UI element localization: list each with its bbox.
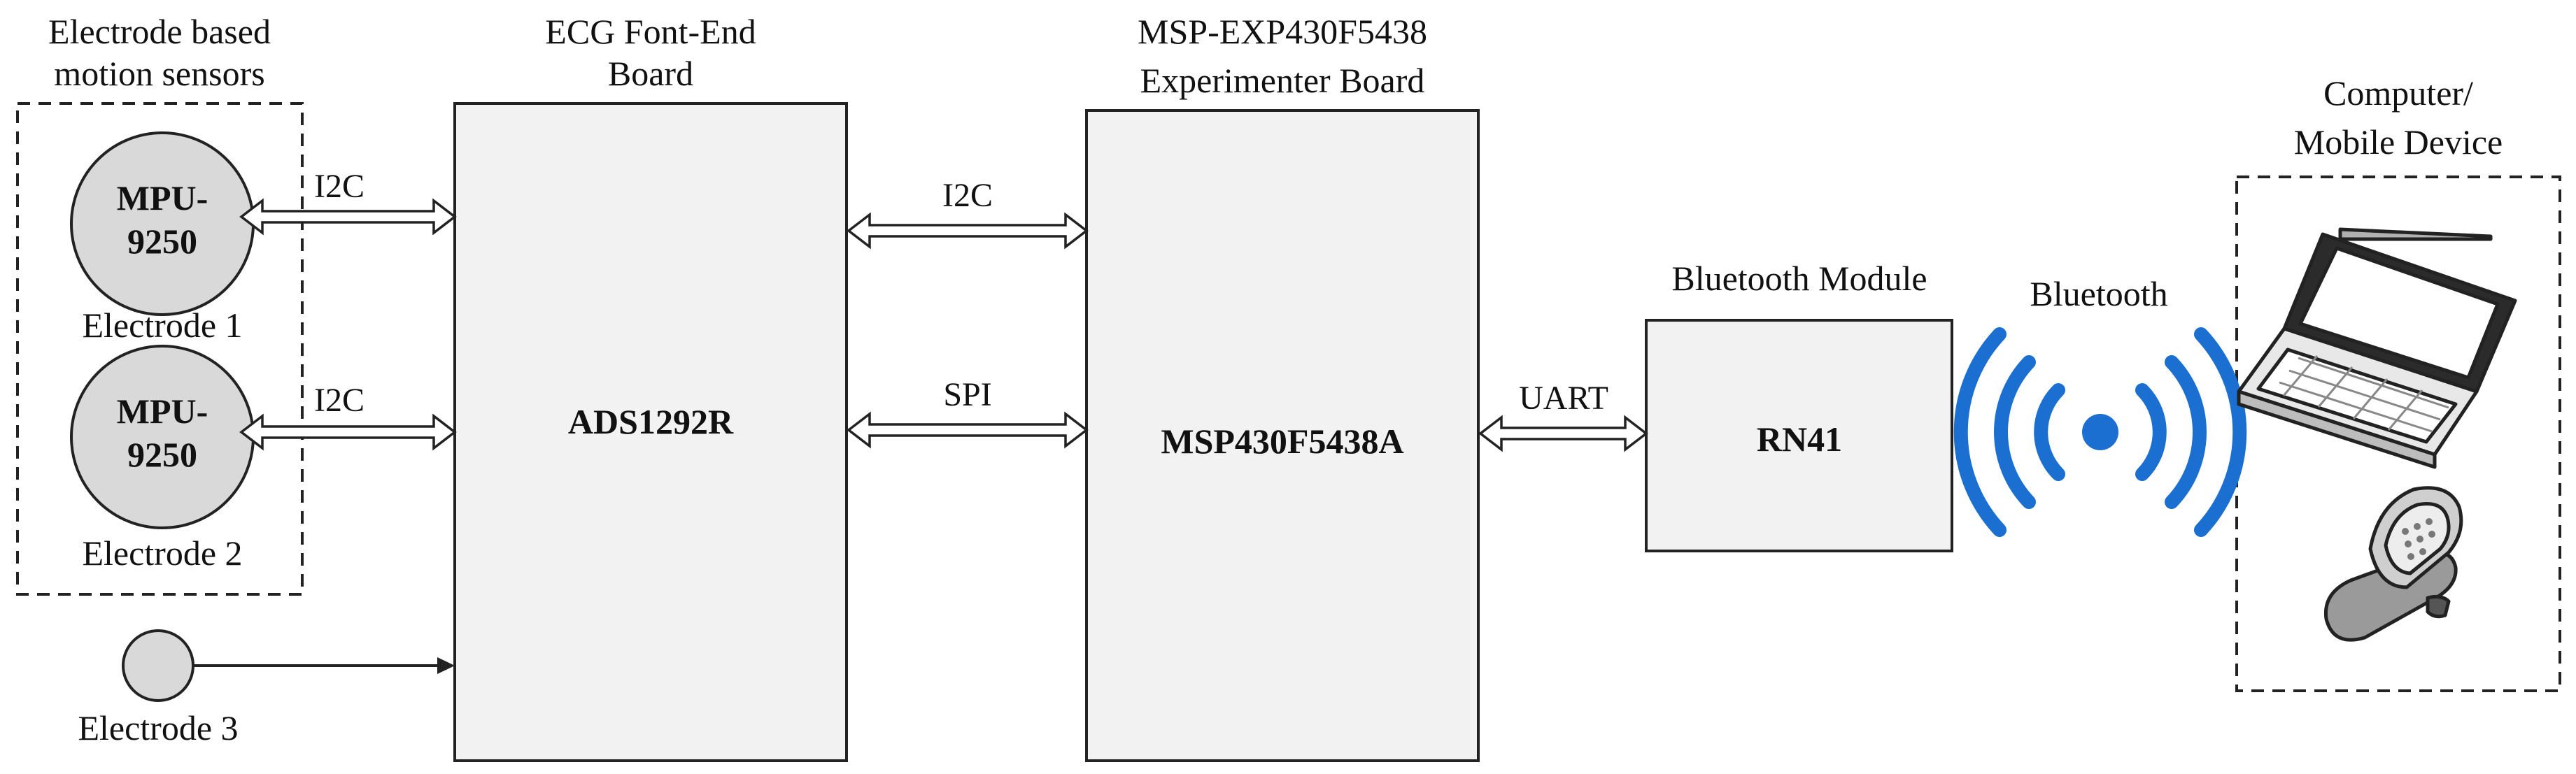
bluetooth-signal-icon	[1953, 327, 2247, 537]
sensor-1-chip-line1: MPU-	[117, 178, 208, 217]
i2c-arrow-ecg-msp	[847, 212, 1089, 250]
msp-board-title-line1: MSP-EXP430F5438	[1138, 12, 1427, 51]
i2c-arrow-sensor1	[239, 198, 457, 236]
i2c-label-ecg-msp: I2C	[942, 177, 993, 214]
device-title-line2: Mobile Device	[2294, 122, 2503, 162]
msp-chip-label: MSP430F5438A	[1161, 422, 1403, 461]
spi-arrow-ecg-msp	[847, 411, 1089, 449]
electrode-3-caption: Electrode 3	[78, 708, 238, 747]
sensor-1-chip-line2: 9250	[127, 222, 197, 261]
i2c-label-sensor1: I2C	[314, 168, 365, 205]
laptop-icon	[2237, 227, 2517, 469]
msp-board-title-line2: Experimenter Board	[1140, 61, 1425, 100]
msp-experimenter-board	[1085, 109, 1480, 762]
i2c-label-sensor2: I2C	[314, 382, 365, 419]
ecg-frontend-board	[453, 102, 848, 762]
ecg-board-title-line1: ECG Font-End	[545, 12, 756, 51]
i2c-arrow-sensor2	[239, 413, 457, 451]
sensor-2-chip-line2: 9250	[127, 435, 197, 474]
spi-label-ecg-msp: SPI	[943, 376, 991, 413]
sensor-2-caption: Electrode 2	[82, 533, 242, 573]
mobile-phone-icon	[2323, 486, 2463, 642]
electrode-3-arrowhead	[437, 657, 455, 674]
sensor-group-title-line1: Electrode based	[48, 12, 271, 51]
uart-arrow-msp-bt	[1478, 415, 1648, 452]
electrode-3-circle	[122, 629, 194, 702]
bluetooth-chip-label: RN41	[1757, 420, 1842, 459]
sensor-group-frame	[16, 102, 304, 596]
bluetooth-module-box	[1645, 319, 1953, 552]
sensor-2-chip-line1: MPU-	[117, 392, 208, 431]
ecg-board-title-line2: Board	[608, 54, 693, 93]
sensor-1-caption: Electrode 1	[82, 306, 242, 345]
bluetooth-wireless-label: Bluetooth	[2030, 274, 2167, 313]
uart-label-msp-bt: UART	[1519, 380, 1608, 417]
bluetooth-module-title: Bluetooth Module	[1671, 259, 1927, 298]
ecg-chip-label: ADS1292R	[568, 402, 734, 441]
device-title-line1: Computer/	[2323, 73, 2473, 113]
sensor-group-title-line2: motion sensors	[54, 54, 264, 93]
